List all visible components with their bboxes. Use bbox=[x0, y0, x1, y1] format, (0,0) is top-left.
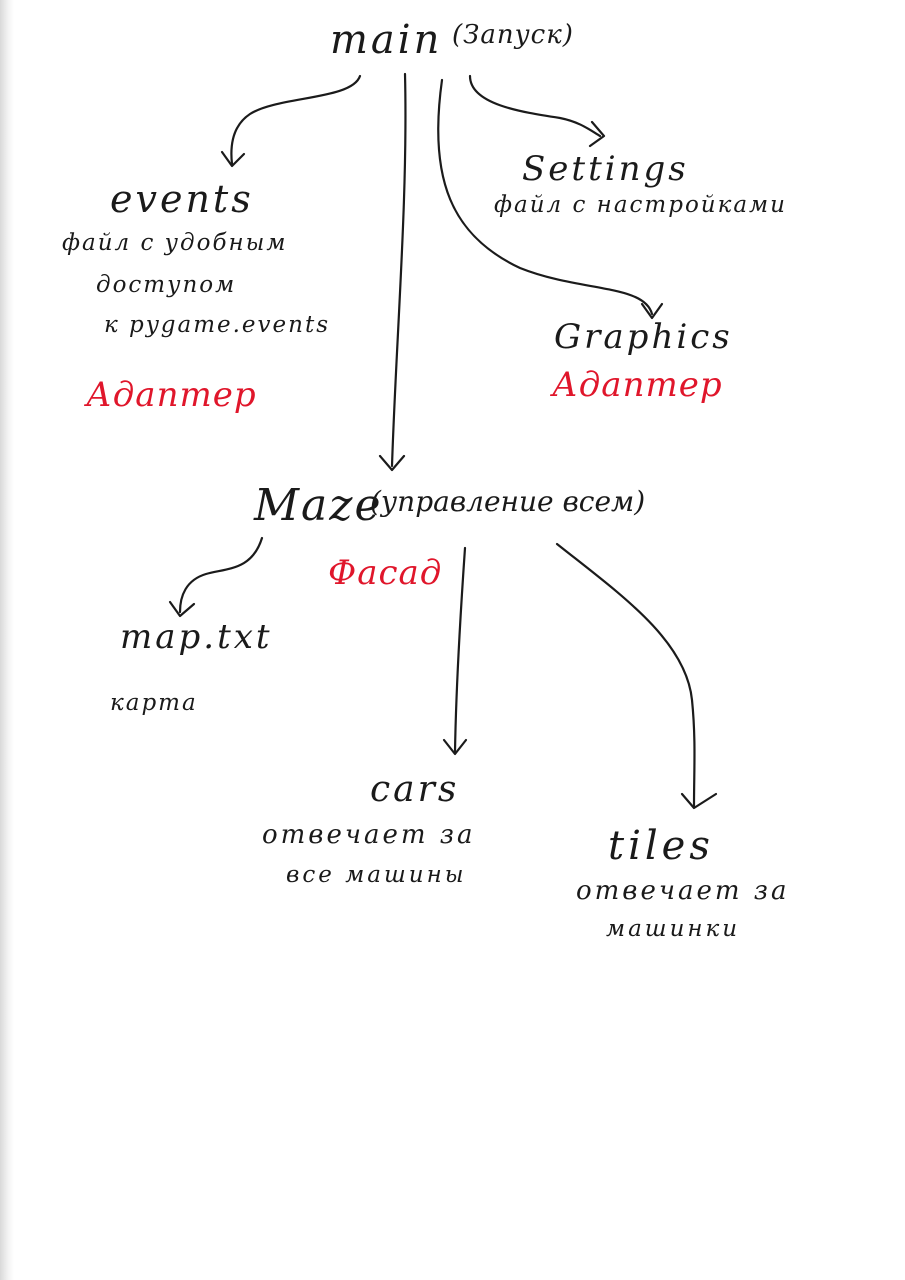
events-title: events bbox=[110, 177, 254, 221]
arrowhead-tiles bbox=[680, 792, 718, 810]
cars-title: cars bbox=[370, 769, 460, 810]
arrow-maze-to-cars bbox=[453, 546, 467, 754]
arrowhead-settings bbox=[588, 120, 606, 148]
arrow-main-to-graphics bbox=[437, 78, 654, 316]
events-desc-line-3: к pygame.events bbox=[104, 312, 331, 338]
arrowhead-graphics bbox=[640, 302, 664, 320]
main-title: main bbox=[330, 17, 443, 63]
events-pattern-label: Адаптер bbox=[86, 375, 257, 415]
arrowhead-cars bbox=[442, 738, 468, 756]
arrowhead-maze bbox=[378, 454, 406, 472]
main-note: (Запуск) bbox=[452, 20, 574, 50]
graphics-pattern-label: Адаптер bbox=[552, 365, 723, 405]
map-desc-line-1: карта bbox=[110, 690, 198, 716]
cars-desc-line-1: отвечает за bbox=[262, 820, 476, 850]
maze-pattern-label: Фасад bbox=[328, 553, 443, 593]
graphics-title: Graphics bbox=[554, 317, 733, 357]
events-desc-line-2: доступом bbox=[96, 272, 237, 298]
arrow-maze-to-tiles bbox=[555, 542, 696, 808]
arrow-main-to-events bbox=[230, 74, 362, 166]
tiles-title: tiles bbox=[608, 823, 714, 869]
maze-title: Maze bbox=[254, 480, 383, 531]
arrowhead-map bbox=[168, 600, 196, 618]
events-desc-line-1: файл с удобным bbox=[62, 230, 288, 256]
paper-edge-shadow bbox=[0, 0, 14, 1280]
tiles-desc-line-1: отвечает за bbox=[576, 876, 790, 906]
map-title: map.txt bbox=[120, 617, 273, 657]
maze-note: (управление всем) bbox=[370, 485, 646, 518]
cars-desc-line-2: все машины bbox=[286, 862, 467, 888]
arrow-main-to-maze bbox=[390, 72, 407, 468]
settings-desc-line-1: файл с настройками bbox=[494, 192, 787, 218]
arrow-maze-to-map bbox=[178, 536, 264, 614]
tiles-desc-line-2: машинки bbox=[606, 916, 741, 942]
settings-title: Settings bbox=[522, 149, 689, 189]
arrow-main-to-settings bbox=[468, 74, 602, 138]
arrowhead-events bbox=[220, 150, 246, 168]
